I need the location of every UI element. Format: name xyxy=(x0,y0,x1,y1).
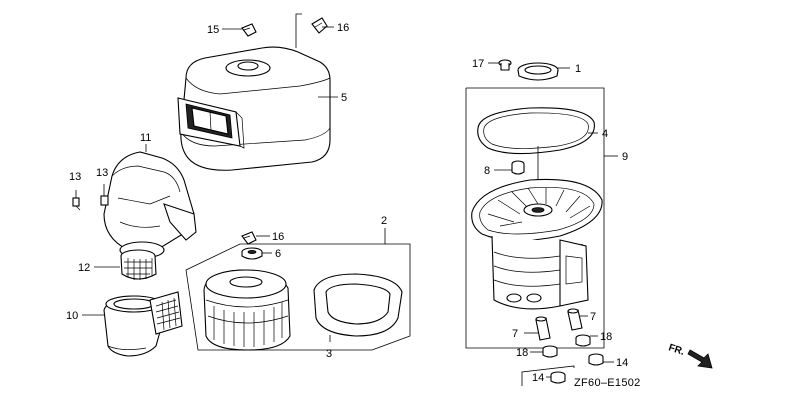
gasket xyxy=(477,107,595,155)
callout-6: 6 xyxy=(275,248,281,260)
callout-4: 4 xyxy=(602,128,608,140)
grommet-1-icon xyxy=(517,62,559,81)
callout-12: 12 xyxy=(78,262,90,274)
leader-lines xyxy=(82,26,614,378)
air-cleaner-case xyxy=(103,291,183,357)
breather-tube-7b-icon xyxy=(567,308,583,331)
bolt-17-icon xyxy=(498,59,512,71)
nut-14b-icon xyxy=(588,353,604,366)
collar-18b-icon xyxy=(575,334,591,347)
front-direction-arrow-icon xyxy=(687,349,713,369)
callout-16a: 16 xyxy=(337,22,349,34)
callout-7a: 7 xyxy=(512,328,518,340)
intake-screen xyxy=(120,249,157,280)
callout-14b: 14 xyxy=(616,357,628,369)
nut-6-icon xyxy=(241,247,263,260)
nut-14a-icon xyxy=(550,371,566,384)
callout-11: 11 xyxy=(140,132,151,144)
callout-15: 15 xyxy=(207,24,219,36)
clip-16-top-icon xyxy=(311,17,328,34)
callout-13a: 13 xyxy=(69,171,81,183)
clip-16-middle-icon xyxy=(241,231,257,245)
bolt-13b-icon xyxy=(100,184,109,206)
diagram-code: ZF60–E1502 xyxy=(574,377,641,389)
collar-18a-icon xyxy=(542,345,558,358)
callout-18a: 18 xyxy=(516,347,528,359)
callout-1: 1 xyxy=(575,63,581,75)
intake-duct xyxy=(103,151,197,259)
callout-7b: 7 xyxy=(590,311,596,323)
callout-2: 2 xyxy=(381,215,387,227)
clip-15-icon xyxy=(241,23,257,37)
foam-pre-filter xyxy=(313,273,403,337)
collar-8-icon xyxy=(511,160,525,175)
bolt-13a-icon xyxy=(72,190,81,211)
callout-16b: 16 xyxy=(272,231,284,243)
callout-3: 3 xyxy=(326,348,332,360)
callout-10: 10 xyxy=(66,310,78,322)
callout-5: 5 xyxy=(341,92,347,104)
callout-9: 9 xyxy=(622,151,628,163)
front-direction-label: FR. xyxy=(667,342,686,358)
breather-tube-7a-icon xyxy=(535,316,551,341)
air-cleaner-cover xyxy=(177,46,331,171)
callout-13b: 13 xyxy=(96,167,108,179)
air-cleaner-base xyxy=(471,146,603,310)
callout-17: 17 xyxy=(472,58,484,70)
callout-8: 8 xyxy=(484,165,490,177)
filter-element xyxy=(203,269,291,351)
callout-18b: 18 xyxy=(600,331,612,343)
callout-14a: 14 xyxy=(532,372,544,384)
